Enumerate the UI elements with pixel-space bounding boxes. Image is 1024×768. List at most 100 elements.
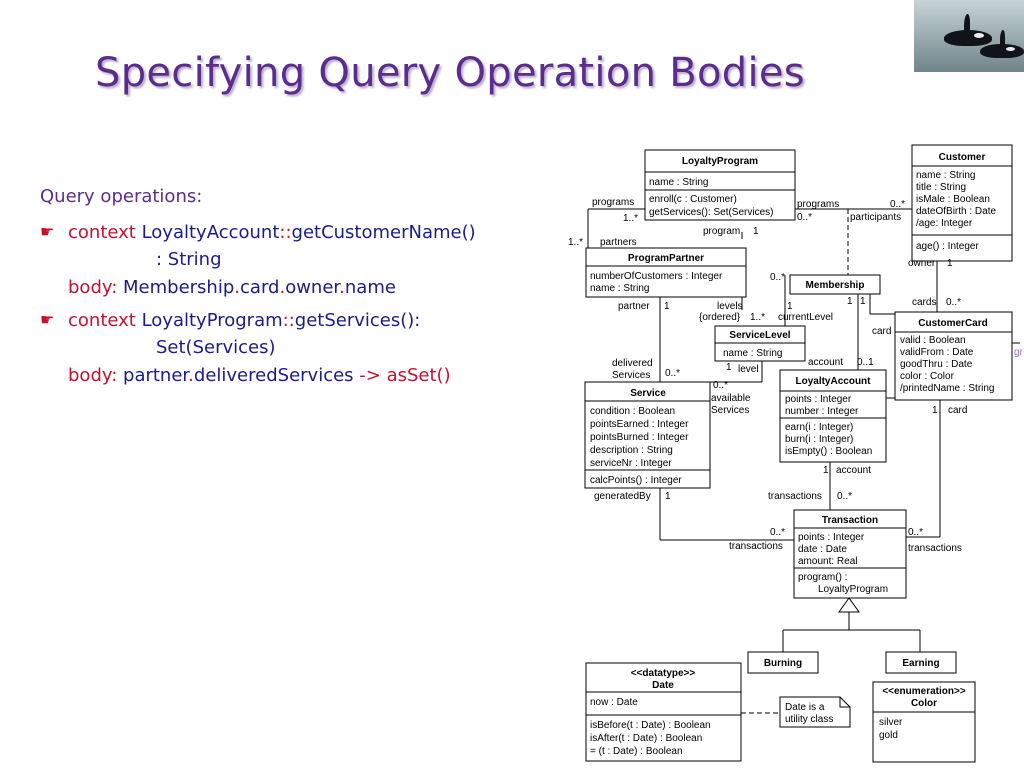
multiplicity-label: 1 [726,362,732,373]
class-boxes [584,144,1013,763]
operation: isBefore(t : Date) : Boolean [590,720,711,731]
role-label: card [872,326,891,337]
class-name-customer: Customer [939,152,986,163]
operation: age() : Integer [916,241,979,252]
multiplicity-label: 1..* [568,237,583,248]
role-label: Services [711,405,749,416]
body-part: partner [123,365,189,386]
scope-separator: :: [282,310,295,331]
multiplicity-label: 1 [947,258,953,269]
attribute: condition : Boolean [590,406,675,417]
stereotype-datatype: <<datatype>> [631,668,696,679]
attribute: dateOfBirth : Date [916,206,996,217]
multiplicity-label: 0..* [946,297,961,308]
multiplicity-label: 1 [753,226,759,237]
heading: Query operations: [40,186,203,207]
role-label: programs [797,199,839,210]
attribute: name : String [916,170,975,181]
body-part: deliveredServices [193,365,354,386]
attribute: points : Integer [785,394,852,405]
multiplicity-label: 0..1 [857,357,874,368]
attribute: name : String [590,283,649,294]
role-label: levels [717,301,743,312]
stereotype-enumeration: <<enumeration>> [882,686,966,697]
class-name-customercard: CustomerCard [918,318,987,329]
class-name: LoyaltyProgram [141,310,283,331]
class-name: LoyaltyAccount [141,222,280,243]
attribute: date : Date [798,544,847,555]
dot: . [234,277,241,298]
attribute: name : String [723,348,782,359]
multiplicity-label: 1..* [750,312,765,323]
role-label: participants [850,212,901,223]
attribute: /age: Integer [916,218,973,229]
operation: calcPoints() : Integer [590,475,682,486]
multiplicity-label: 0..* [713,380,728,391]
attribute: /printedName : String [900,383,995,394]
orca-photo-icon [914,0,1024,72]
multiplicity-label: 1 [860,296,866,307]
operation: program() : [798,572,847,583]
multiplicity-label: 0..* [797,212,812,223]
attribute: valid : Boolean [900,335,966,346]
body-part: asSet() [386,365,451,386]
class-name-servicelevel: ServiceLevel [729,330,790,341]
constraint-label: {ordered} [699,312,741,323]
generalization-arrow-icon [838,597,860,613]
attribute: numberOfCustomers : Integer [590,271,723,282]
role-label: card [948,405,967,416]
attribute: isMale : Boolean [916,194,990,205]
operation: LoyaltyProgram [818,584,888,595]
role-label: owner [908,258,936,269]
role-label: program [703,226,740,237]
body-part: owner [285,277,340,298]
operation: getServices(): Set(Services) [649,207,773,218]
role-label: partners [600,237,637,248]
operation: = (t : Date) : Boolean [590,746,683,757]
class-name-loyaltyprogram: LoyaltyProgram [682,156,758,167]
operation-name: getServices(): [294,310,421,331]
role-label: partner [618,301,650,312]
role-label: account [808,357,843,368]
multiplicity-label: 1 [932,405,938,416]
attribute: validFrom : Date [900,347,974,358]
operation: earn(i : Integer) [785,422,853,433]
return-type: : String [156,249,222,270]
attribute: now : Date [590,697,638,708]
return-type: Set(Services) [156,337,276,358]
multiplicity-label: 1 [847,296,853,307]
context-keyword: context [68,310,136,331]
scope-separator: :: [279,222,292,243]
attribute: name : String [649,177,708,188]
attribute: pointsEarned : Integer [590,419,689,430]
pointing-hand-icon: ☛ [40,310,55,329]
arrow-operator: -> [359,365,381,386]
attribute: pointsBurned : Integer [590,432,689,443]
operation: burn(i : Integer) [785,434,853,445]
role-label: level [738,364,759,375]
body-part: card [240,277,280,298]
body-keyword: body: [68,365,118,386]
body-part: name [344,277,396,298]
page-title: Specifying Query Operation Bodies [95,50,805,96]
dot: . [279,277,286,298]
context-keyword: context [68,222,136,243]
class-name-service: Service [630,388,666,399]
role-label: available [711,393,751,404]
operation: isAfter(t : Date) : Boolean [590,733,702,744]
note-text: utility class [785,714,833,725]
attribute: number : Integer [785,406,859,417]
clipped-fragment: gr [1014,347,1024,358]
multiplicity-label: 1 [823,465,829,476]
note-text: Date is a [785,702,825,713]
multiplicity-label: 1 [664,301,670,312]
multiplicity-label: 1..* [623,213,638,224]
attribute: color : Color [900,371,955,382]
enum-literal: gold [879,730,898,741]
pointing-hand-icon: ☛ [40,222,55,241]
multiplicity-label: 0..* [770,527,785,538]
class-name-burning: Burning [764,658,802,669]
class-name-color: Color [911,698,937,709]
multiplicity-label: 0..* [890,199,905,210]
